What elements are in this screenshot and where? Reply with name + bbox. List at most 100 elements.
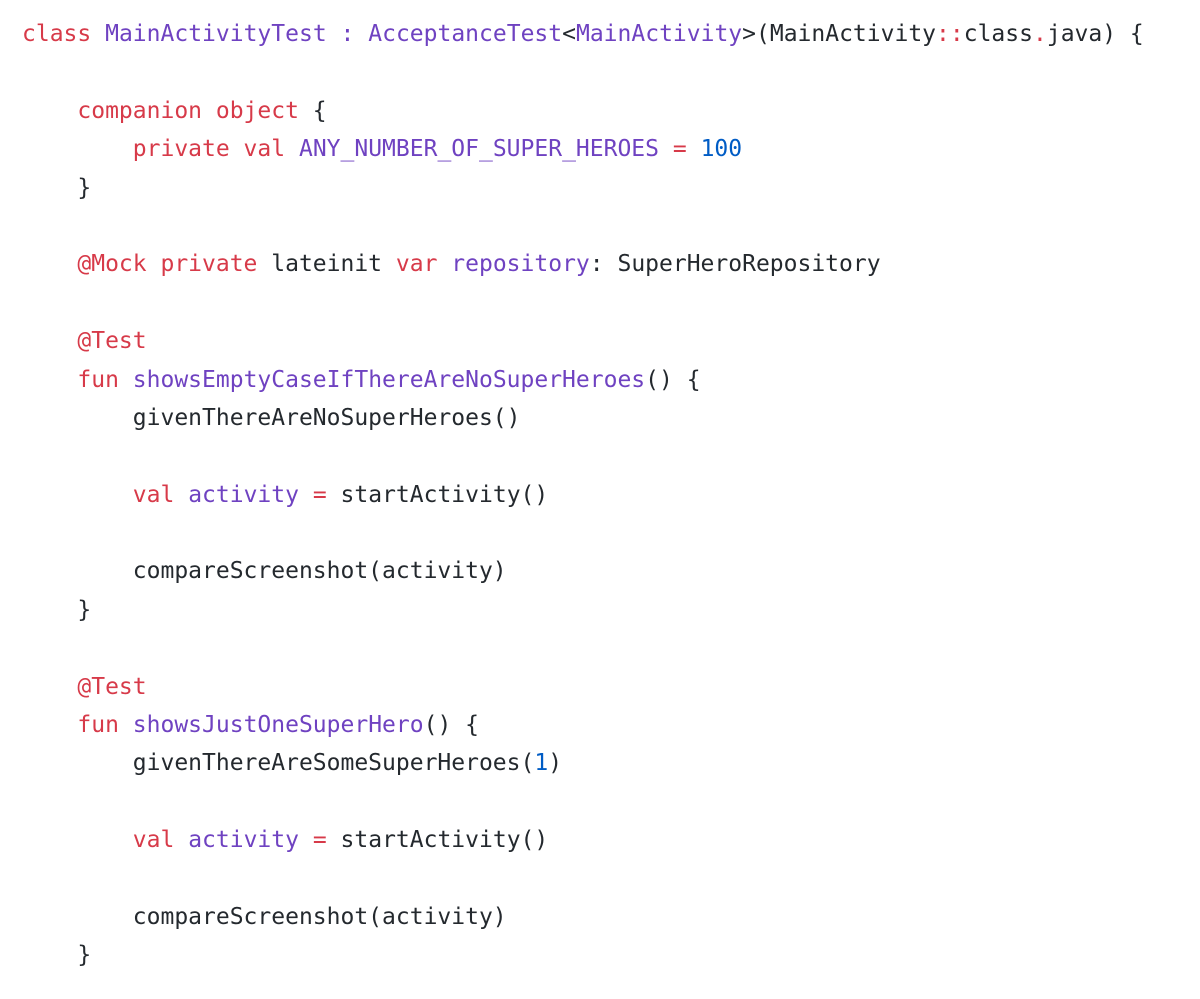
code-keyword: fun: [77, 712, 119, 739]
code-text: [119, 367, 133, 393]
code-text: () {: [645, 366, 701, 393]
code-keyword: @Mock private: [77, 251, 258, 278]
code-indent: [22, 750, 133, 776]
code-line: val activity = startActivity(): [22, 821, 1144, 859]
code-text: lateinit: [257, 251, 396, 278]
code-text: [299, 827, 313, 853]
code-text: [437, 251, 451, 277]
code-indent: [22, 482, 133, 508]
code-text: () {: [423, 712, 479, 739]
code-text: startActivity(): [326, 827, 549, 854]
code-text: {: [298, 97, 327, 124]
code-text: [119, 712, 133, 738]
code-line: [22, 53, 1144, 91]
code-identifier: showsEmptyCaseIfThereAreNoSuperHeroes: [132, 366, 646, 393]
code-line: givenThereAreNoSuperHeroes(): [22, 399, 1144, 437]
code-indent: [22, 674, 77, 700]
code-line: }: [22, 936, 1144, 974]
code-line: companion object {: [22, 92, 1144, 130]
code-line: @Mock private lateinit var repository: S…: [22, 245, 1144, 283]
code-number: 1: [534, 750, 549, 777]
code-indent: [22, 328, 77, 354]
code-identifier: :: [340, 21, 355, 47]
code-text: [687, 136, 701, 162]
code-keyword: private val: [132, 136, 286, 163]
code-text: java) {: [1046, 21, 1144, 47]
code-line: compareScreenshot(activity): [22, 898, 1144, 936]
code-text: givenThereAreNoSuperHeroes(): [132, 404, 521, 431]
code-text: [327, 21, 341, 47]
code-identifier: repository: [451, 251, 590, 278]
code-identifier: showsJustOneSuperHero: [132, 712, 424, 739]
code-text: [174, 827, 188, 853]
code-block: class MainActivityTest : AcceptanceTest<…: [22, 15, 1144, 974]
code-indent: [22, 558, 133, 584]
code-identifier: AcceptanceTest: [368, 21, 563, 47]
code-text: ): [548, 750, 563, 777]
code-keyword: .: [1032, 21, 1047, 47]
code-line: }: [22, 169, 1144, 207]
code-line: [22, 437, 1144, 475]
code-text: [285, 136, 299, 162]
code-keyword: fun: [77, 366, 119, 393]
code-line: class MainActivityTest : AcceptanceTest<…: [22, 15, 1144, 53]
code-indent: [22, 251, 77, 277]
code-line: [22, 860, 1144, 898]
code-number: 100: [700, 136, 743, 163]
code-keyword: val: [132, 481, 175, 508]
code-keyword: =: [672, 136, 687, 163]
code-keyword: companion object: [77, 97, 299, 124]
code-keyword: @Test: [77, 673, 147, 700]
code-text: }: [77, 174, 92, 201]
code-text: [299, 482, 313, 508]
code-indent: [22, 136, 133, 162]
code-identifier: MainActivityTest: [105, 21, 327, 47]
code-text: [91, 21, 105, 47]
code-line: givenThereAreSomeSuperHeroes(1): [22, 744, 1144, 782]
code-line: [22, 629, 1144, 667]
code-indent: [22, 597, 77, 623]
code-text: [659, 136, 673, 162]
code-line: private val ANY_NUMBER_OF_SUPER_HEROES =…: [22, 130, 1144, 168]
code-line: fun showsEmptyCaseIfThereAreNoSuperHeroe…: [22, 361, 1144, 399]
code-line: val activity = startActivity(): [22, 476, 1144, 514]
code-text: compareScreenshot(activity): [132, 903, 507, 930]
code-indent: [22, 175, 77, 201]
code-text: compareScreenshot(activity): [132, 558, 507, 585]
code-text: >(MainActivity: [742, 21, 937, 47]
code-indent: [22, 827, 133, 853]
code-identifier: MainActivity: [575, 21, 743, 47]
code-identifier: activity: [188, 827, 299, 854]
code-text: givenThereAreSomeSuperHeroes(: [132, 750, 535, 777]
code-text: [174, 482, 188, 508]
code-keyword: val: [132, 827, 175, 854]
code-indent: [22, 904, 133, 930]
code-indent: [22, 367, 77, 393]
code-keyword: =: [312, 481, 327, 508]
code-text: }: [77, 596, 92, 623]
code-keyword: var: [395, 251, 438, 278]
code-text: startActivity(): [326, 481, 549, 508]
code-line: @Test: [22, 322, 1144, 360]
code-text: <: [562, 21, 576, 47]
code-keyword: @Test: [77, 328, 147, 355]
code-indent: [22, 712, 77, 738]
code-text: class: [963, 21, 1033, 47]
code-indent: [22, 942, 77, 968]
code-line: compareScreenshot(activity): [22, 552, 1144, 590]
code-line: }: [22, 591, 1144, 629]
code-line: [22, 514, 1144, 552]
code-line: fun showsJustOneSuperHero() {: [22, 706, 1144, 744]
code-line: @Test: [22, 668, 1144, 706]
code-line: [22, 207, 1144, 245]
code-text: [354, 21, 368, 47]
code-indent: [22, 405, 133, 431]
code-keyword: ::: [936, 21, 964, 47]
code-identifier: ANY_NUMBER_OF_SUPER_HEROES: [298, 136, 659, 163]
code-keyword: class: [22, 21, 92, 47]
code-text: }: [77, 942, 92, 969]
code-identifier: activity: [188, 481, 299, 508]
code-line: [22, 284, 1144, 322]
code-line: [22, 783, 1144, 821]
